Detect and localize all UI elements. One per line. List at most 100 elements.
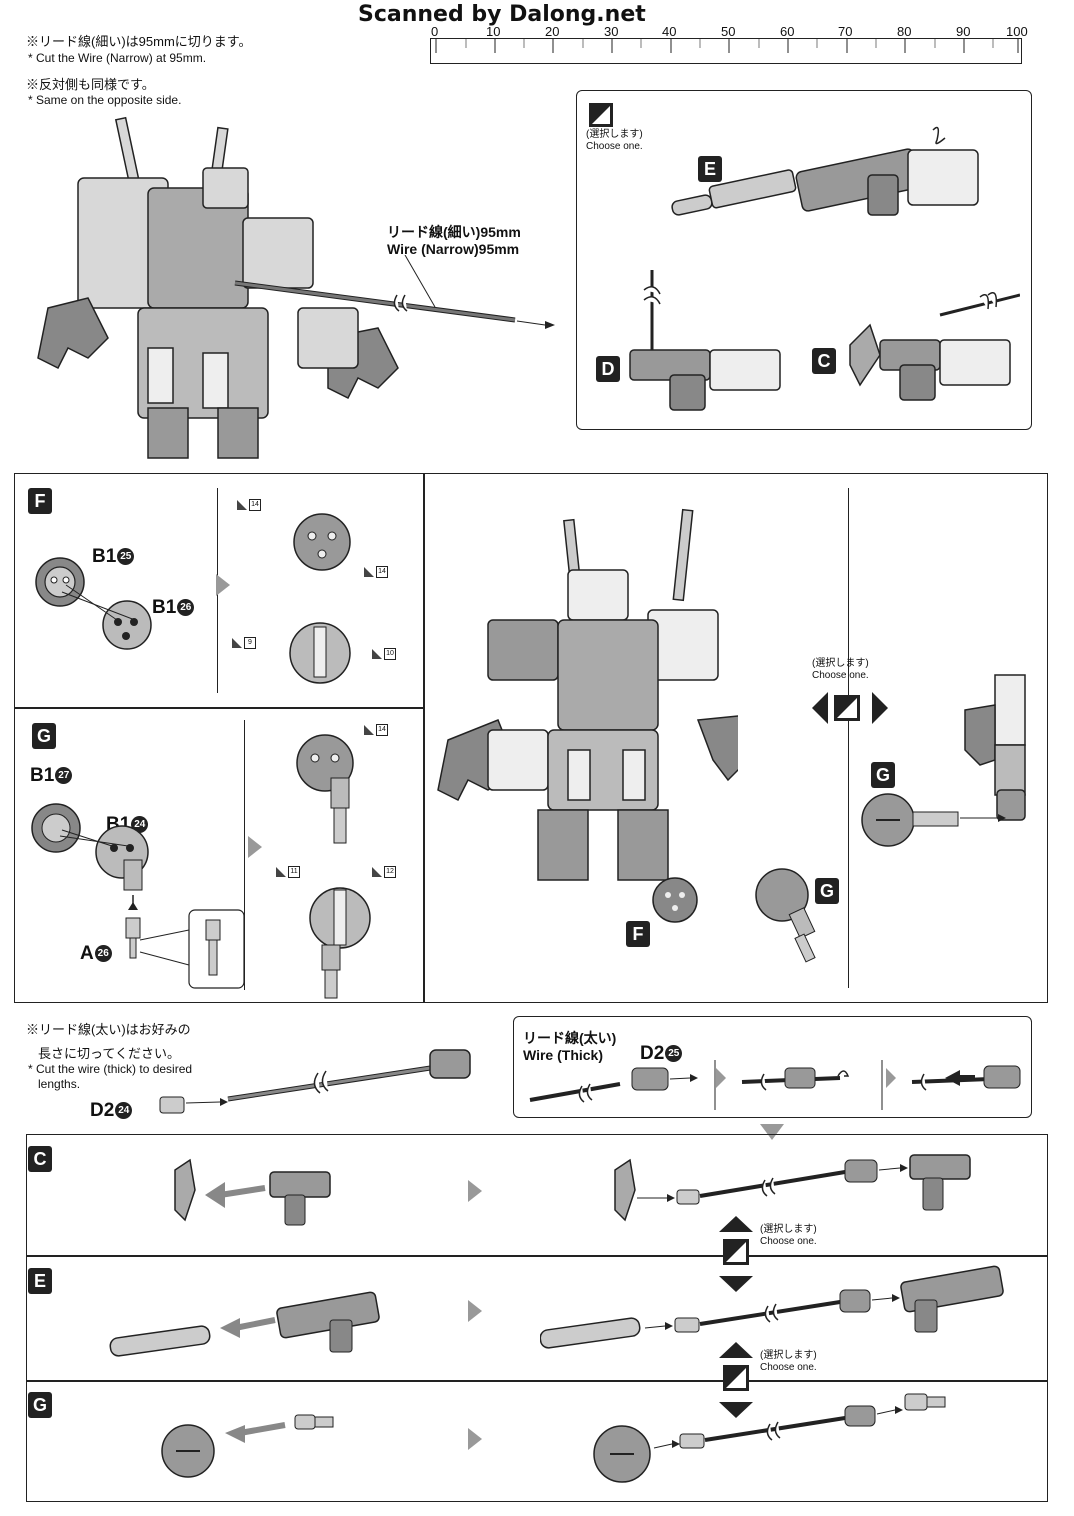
- ruler-label: 50: [721, 24, 736, 39]
- divider: [14, 707, 424, 709]
- divider: [244, 720, 245, 990]
- cut-mark-g2: 11: [276, 866, 300, 878]
- weapon-E-illustration: [671, 126, 979, 216]
- middle-section-frame: [14, 473, 1048, 1003]
- wire-narrow-graphic: [234, 255, 555, 329]
- ruler-label: 60: [780, 24, 795, 39]
- ruler-label: 100: [1006, 24, 1028, 39]
- part-F-preview: [652, 877, 698, 923]
- part-number: 24: [115, 1102, 133, 1120]
- weapon-options-box: [576, 90, 1032, 430]
- cut-mark-number: 9: [244, 637, 256, 649]
- runner: A: [80, 943, 94, 964]
- choose-en: Choose one.: [812, 670, 869, 681]
- wire-narrow-label-en: Wire (Narrow)95mm: [387, 241, 520, 257]
- ruler-label: 40: [662, 24, 677, 39]
- label-G-center: G: [815, 878, 839, 904]
- next-step-arrow: [468, 1428, 482, 1450]
- row-C-before: [174, 1158, 331, 1226]
- cut-mark-g1: 14: [364, 724, 388, 736]
- wire-narrow-label-jp: リード線(細い)95mm: [387, 224, 521, 240]
- choose-jp: (選択します): [760, 1224, 817, 1235]
- ruler-label: 80: [897, 24, 912, 39]
- ruler-label: 0: [431, 24, 439, 39]
- label-E-top: E: [698, 156, 722, 182]
- note-opposite-jp: ※反対側も同様です。: [26, 77, 155, 92]
- choose-jp: (選択します): [760, 1350, 817, 1361]
- weapon-C-illustration: [849, 292, 1020, 401]
- cut-mark-f2: 14: [364, 566, 388, 578]
- part-number: 26: [94, 945, 112, 963]
- next-step-arrow: [468, 1180, 482, 1202]
- runner: D2: [90, 1100, 115, 1121]
- note-cut-narrow-jp: ※リード線(細い)は95mmに切ります。: [26, 34, 252, 49]
- label-F-center: F: [626, 921, 650, 947]
- divider: [26, 1380, 1048, 1382]
- note-cut-thick-en-2: lengths.: [38, 1077, 81, 1091]
- nipper-icon: [372, 649, 382, 659]
- nipper-icon: [276, 867, 286, 877]
- row-G-after: [593, 1393, 946, 1483]
- part-F-assembled-back: [289, 622, 351, 684]
- next-step-arrow: [468, 1300, 482, 1322]
- watermark-title: Scanned by Dalong.net: [358, 2, 646, 27]
- robot-back-illustration: [37, 116, 399, 459]
- ruler-ticks-graphic: [435, 39, 1019, 53]
- wire-thick-label-jp: リード線(太い): [523, 1030, 617, 1046]
- wire-thick-label-en: Wire (Thick): [523, 1047, 603, 1063]
- ruler-label: 70: [838, 24, 853, 39]
- cut-mark-number: 12: [384, 866, 396, 878]
- ruler-label: 20: [545, 24, 560, 39]
- choose-vertical-arrow-icon: [719, 1342, 753, 1418]
- cut-mark-g3: 12: [372, 866, 396, 878]
- part-G-exploded: [31, 803, 244, 989]
- section-F-badge: F: [28, 488, 52, 514]
- row-E-before: [109, 1291, 380, 1357]
- runner: B1: [152, 597, 177, 618]
- choose-en: Choose one.: [760, 1236, 817, 1247]
- choose-jp: (選択します): [812, 658, 869, 669]
- runner: B1: [92, 546, 117, 567]
- bottom-rows-frame: [26, 1134, 1048, 1502]
- row-E-after: [540, 1265, 1004, 1349]
- ruler-label: 30: [604, 24, 619, 39]
- part-G-preview: [755, 868, 816, 963]
- ruler-label: 10: [486, 24, 501, 39]
- thick-wire-steps-box: [513, 1016, 1032, 1118]
- part-G-assembled-back: [309, 887, 371, 999]
- nipper-icon: [372, 867, 382, 877]
- label-D-top: D: [596, 356, 620, 382]
- note-cut-thick-jp-2: 長さに切ってください。: [38, 1046, 180, 1061]
- note-cut-thick-en-1: * Cut the wire (thick) to desired: [28, 1062, 193, 1076]
- choose-en: Choose one.: [586, 141, 643, 152]
- cut-mark-number: 14: [376, 724, 388, 736]
- choose-icon: [589, 103, 613, 127]
- nipper-icon: [237, 500, 247, 510]
- row-C-badge: C: [28, 1146, 52, 1172]
- divider: [848, 488, 849, 988]
- row-G-before: [161, 1414, 334, 1478]
- choose-label-top: (選択します) Choose one.: [586, 129, 643, 153]
- cut-mark-number: 11: [288, 866, 300, 878]
- label-C-top: C: [812, 348, 836, 374]
- ruler: [430, 38, 1022, 64]
- part-number: 26: [177, 599, 195, 617]
- divider: [423, 473, 425, 1003]
- choose-jp: (選択します): [586, 129, 643, 140]
- down-arrow: [760, 1124, 784, 1140]
- part-G-attach: [861, 793, 1006, 847]
- part-number: 27: [55, 767, 73, 785]
- next-step-arrow: [216, 574, 230, 596]
- row-G-badge: G: [28, 1392, 52, 1418]
- nipper-icon: [232, 638, 242, 648]
- choose-en: Choose one.: [760, 1362, 817, 1373]
- part-F-assembled-front: [293, 513, 351, 571]
- cut-mark-number: 14: [249, 499, 261, 511]
- nipper-icon: [364, 567, 374, 577]
- choose-vertical-arrow-icon: [719, 1216, 753, 1292]
